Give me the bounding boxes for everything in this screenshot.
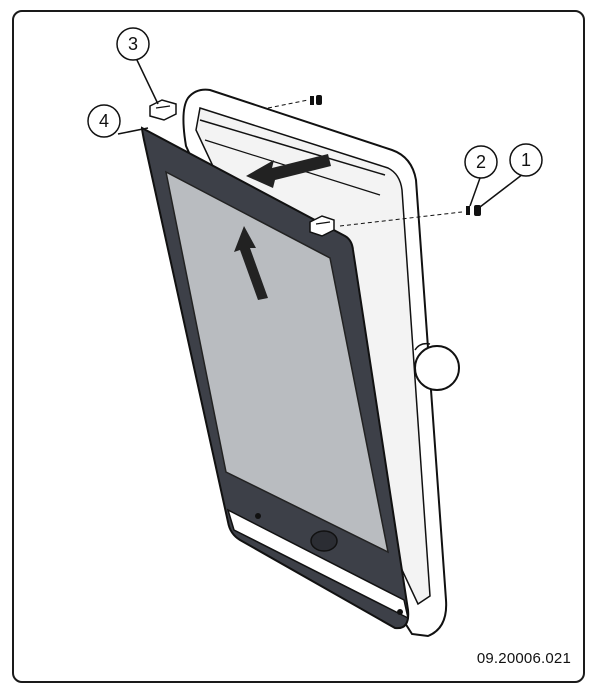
screw-lower (339, 205, 481, 227)
svg-text:3: 3 (128, 34, 138, 54)
slide-arrow-icon (246, 154, 331, 188)
svg-text:4: 4 (99, 111, 109, 131)
screw-upper (267, 95, 322, 109)
callout-1: 1 (509, 143, 543, 177)
side-knob (414, 345, 460, 391)
mounting-clip-left (149, 99, 177, 121)
callout-4: 4 (87, 104, 121, 138)
display-screen (164, 170, 390, 554)
drawing-reference-code: 09.20006.021 (476, 650, 571, 667)
front-panel (140, 126, 410, 630)
home-button-icon (310, 530, 338, 552)
callout-2: 2 (464, 145, 498, 179)
callout-3: 3 (116, 27, 150, 61)
svg-text:1: 1 (521, 150, 531, 170)
mounting-clip-right (309, 215, 335, 237)
diagram-frame (12, 10, 585, 683)
upward-arrow-icon (234, 226, 268, 300)
svg-text:2: 2 (476, 152, 486, 172)
